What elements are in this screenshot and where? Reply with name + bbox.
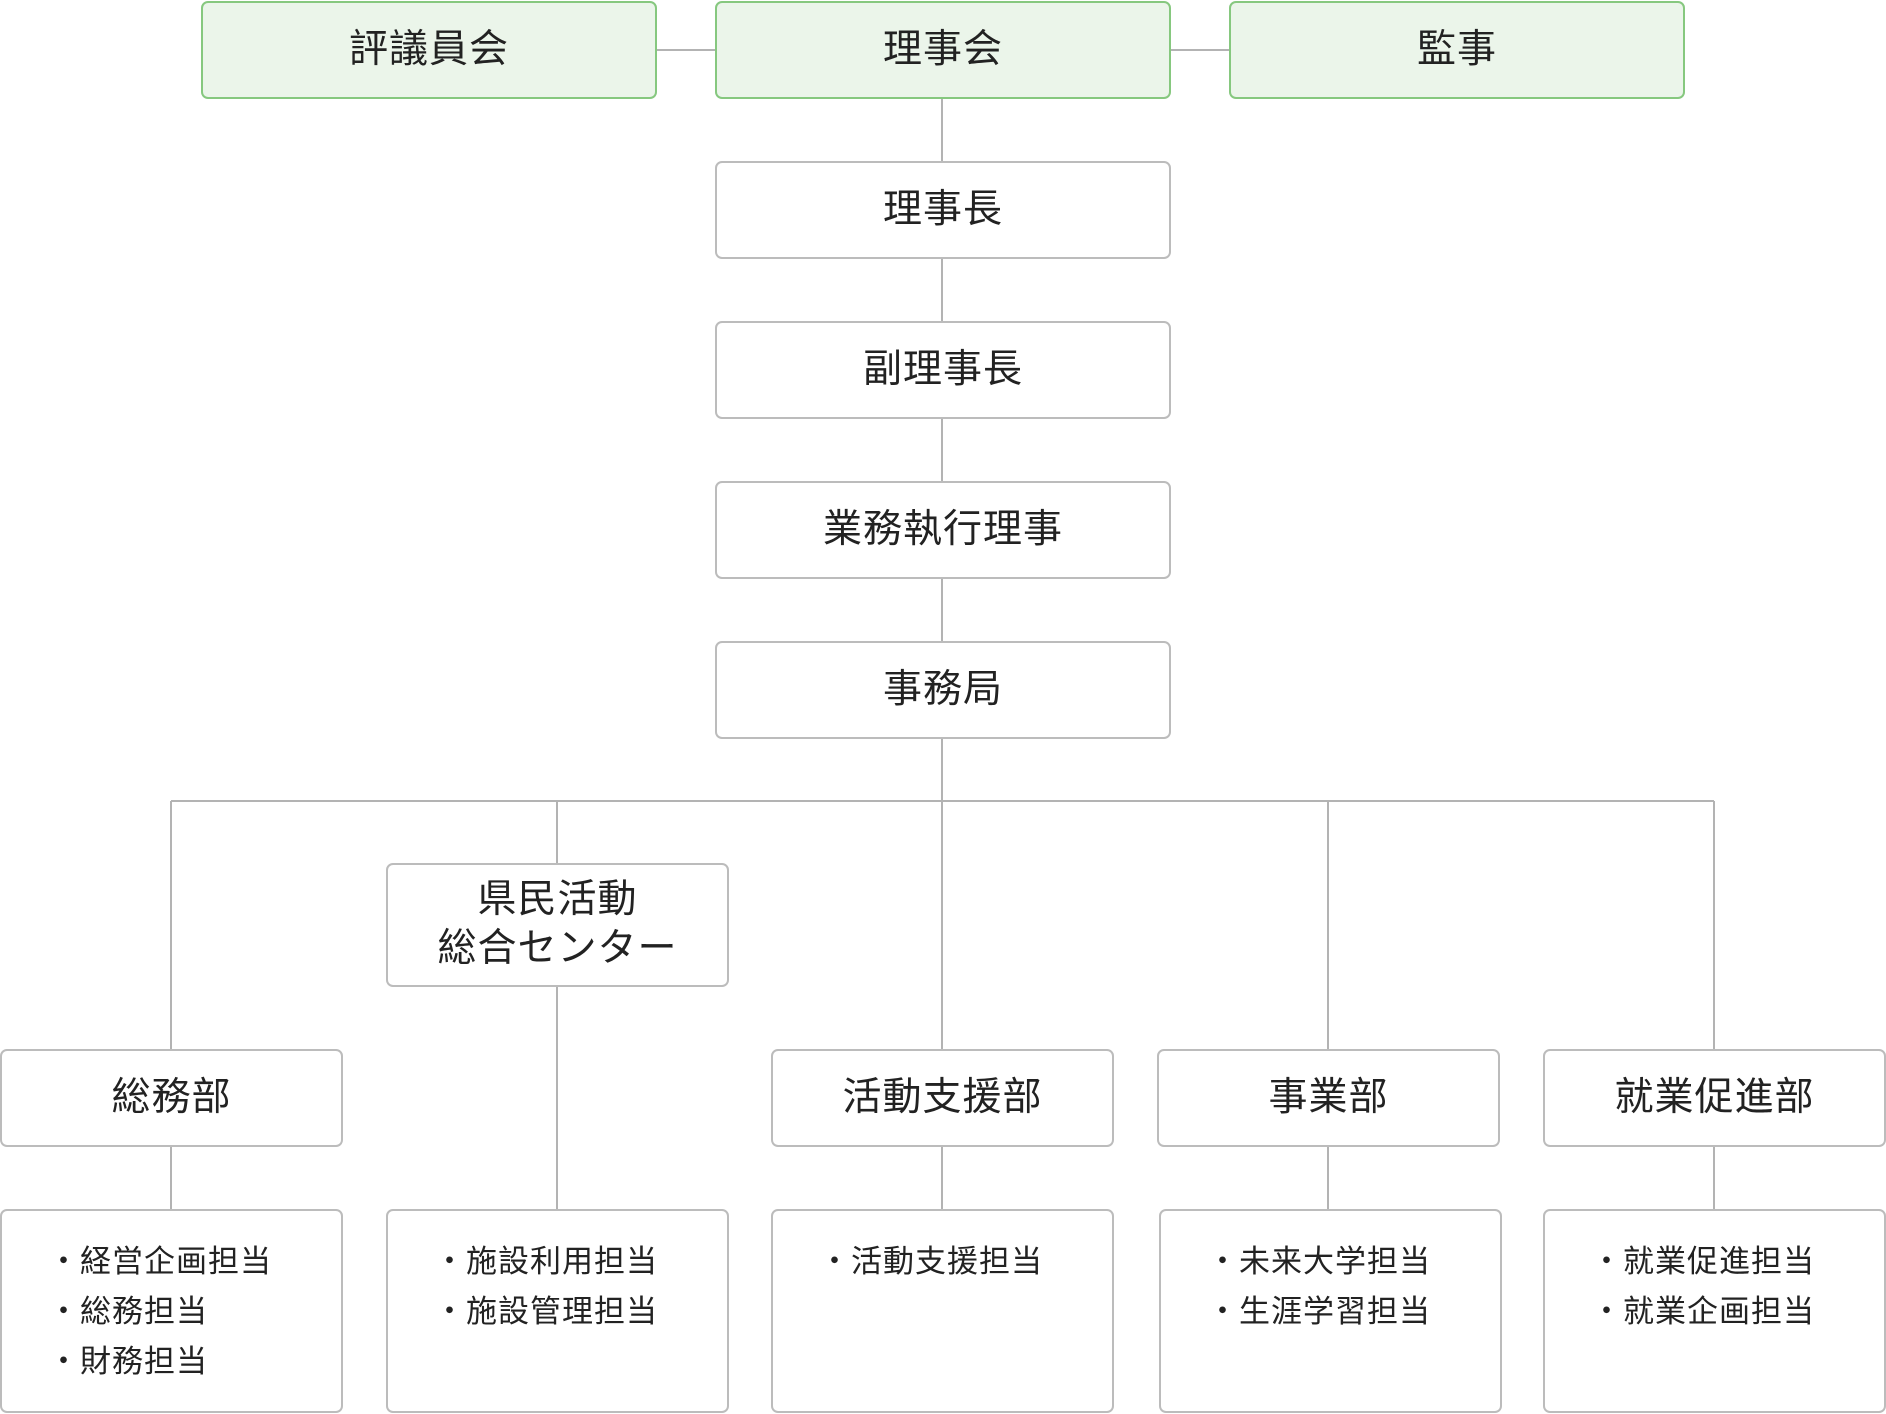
general-affairs-duties: 経営企画担当 総務担当 財務担当: [0, 1209, 343, 1413]
executive-director-box: 業務執行理事: [715, 481, 1171, 579]
duty-list: 施設利用担当 施設管理担当: [434, 1237, 727, 1337]
vice-chairman-box: 副理事長: [715, 321, 1171, 419]
duty-item: 財務担当: [48, 1337, 341, 1387]
councillors-label: 評議員会: [348, 26, 509, 72]
duty-item: 総務担当: [48, 1287, 341, 1337]
business-label: 事業部: [1268, 1074, 1389, 1120]
business-box: 事業部: [1157, 1049, 1500, 1147]
duty-list: 就業促進担当 就業企画担当: [1591, 1237, 1884, 1337]
duty-list: 経営企画担当 総務担当 財務担当: [48, 1237, 341, 1387]
center-duties: 施設利用担当 施設管理担当: [386, 1209, 729, 1413]
duty-item: 就業促進担当: [1591, 1237, 1884, 1287]
employment-box: 就業促進部: [1543, 1049, 1886, 1147]
center-box: 県民活動 総合センター: [386, 863, 729, 987]
chairman-box: 理事長: [715, 161, 1171, 259]
auditor-box: 監事: [1229, 1, 1685, 99]
chairman-label: 理事長: [882, 186, 1003, 232]
auditor-label: 監事: [1416, 26, 1497, 72]
activity-support-box: 活動支援部: [771, 1049, 1114, 1147]
secretariat-box: 事務局: [715, 641, 1171, 739]
activity-support-label: 活動支援部: [842, 1074, 1043, 1120]
executive-director-label: 業務執行理事: [822, 506, 1063, 552]
duty-item: 施設管理担当: [434, 1287, 727, 1337]
employment-label: 就業促進部: [1614, 1074, 1815, 1120]
duty-item: 未来大学担当: [1207, 1237, 1500, 1287]
secretariat-label: 事務局: [882, 666, 1003, 712]
duty-item: 活動支援担当: [819, 1237, 1112, 1287]
duty-item: 就業企画担当: [1591, 1287, 1884, 1337]
duty-list: 未来大学担当 生涯学習担当: [1207, 1237, 1500, 1337]
councillors-box: 評議員会: [201, 1, 657, 99]
board-box: 理事会: [715, 1, 1171, 99]
duty-item: 施設利用担当: [434, 1237, 727, 1287]
duty-item: 経営企画担当: [48, 1237, 341, 1287]
employment-duties: 就業促進担当 就業企画担当: [1543, 1209, 1886, 1413]
business-duties: 未来大学担当 生涯学習担当: [1159, 1209, 1502, 1413]
general-affairs-box: 総務部: [0, 1049, 343, 1147]
board-label: 理事会: [882, 26, 1003, 72]
duty-item: 生涯学習担当: [1207, 1287, 1500, 1337]
activity-support-duties: 活動支援担当: [771, 1209, 1114, 1413]
center-label: 県民活動 総合センター: [437, 877, 678, 971]
general-affairs-label: 総務部: [111, 1074, 232, 1120]
vice-chairman-label: 副理事長: [862, 346, 1023, 392]
duty-list: 活動支援担当: [819, 1237, 1112, 1287]
